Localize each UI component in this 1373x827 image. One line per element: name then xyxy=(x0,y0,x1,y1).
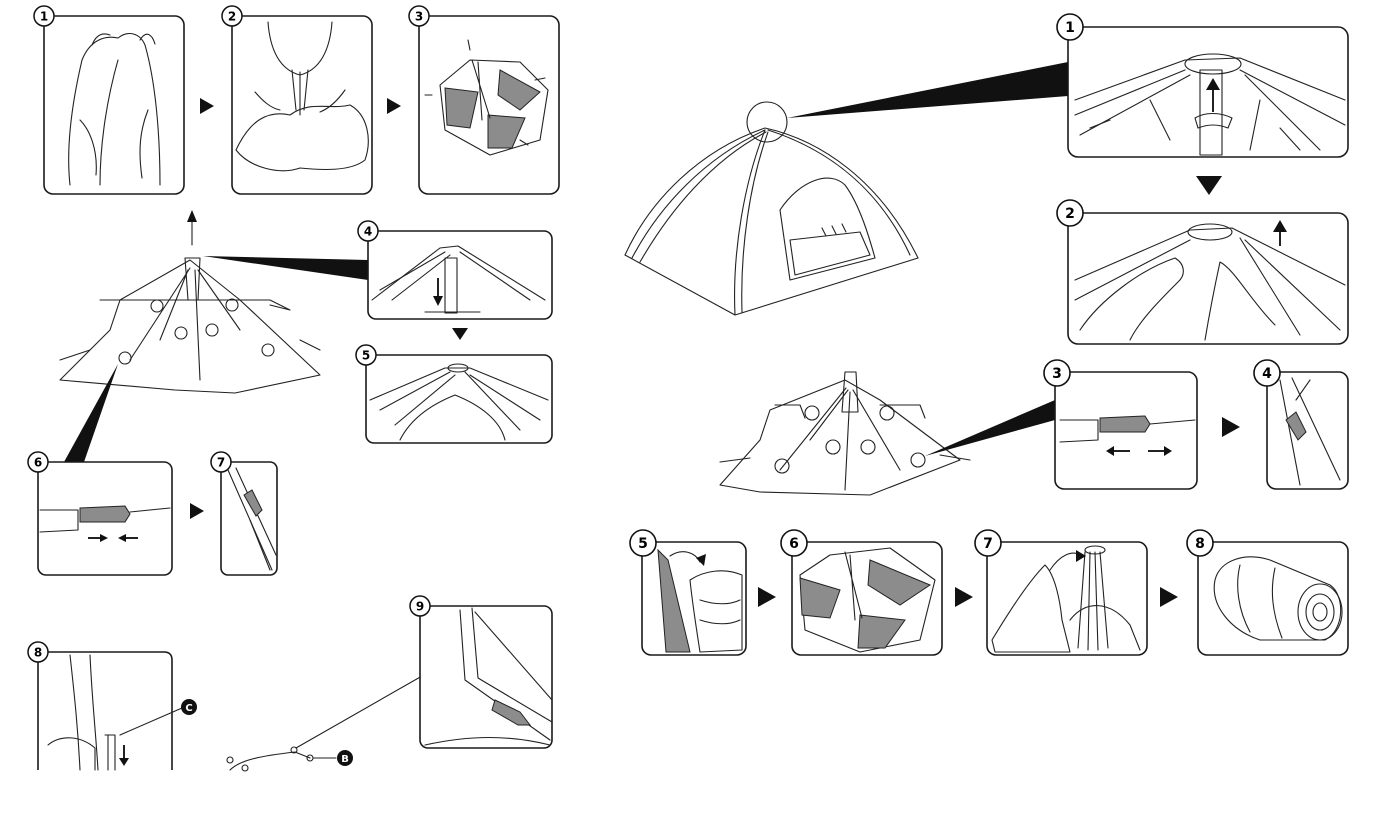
svg-text:1: 1 xyxy=(1065,20,1075,36)
right-step-8-number: 8 xyxy=(1186,529,1214,557)
right-step-6-number: 6 xyxy=(780,529,808,557)
left-step-7-number: 7 xyxy=(210,451,232,473)
arrow-right-6-7 xyxy=(190,503,204,519)
arrow-right-r7-r8 xyxy=(1160,587,1178,607)
right-step-1-number: 1 xyxy=(1056,13,1084,41)
arrow-right-2 xyxy=(387,98,401,114)
right-step-4-panel xyxy=(1266,371,1349,490)
right-step-6-panel xyxy=(791,541,943,656)
callout-wedge-r3 xyxy=(925,400,1055,456)
svg-text:5: 5 xyxy=(362,349,370,363)
left-step-8-panel xyxy=(37,651,173,771)
callout-wedge-6 xyxy=(64,364,118,462)
left-step-1-panel xyxy=(43,15,185,195)
left-step-2-number: 2 xyxy=(221,5,243,27)
right-dome-tent-illustration xyxy=(624,101,919,316)
right-step-2-panel xyxy=(1067,212,1349,345)
svg-text:1: 1 xyxy=(40,10,48,24)
marker-b: B xyxy=(337,750,353,766)
left-step-6-number: 6 xyxy=(27,451,49,473)
right-step-8-panel xyxy=(1197,541,1349,656)
right-step-2-number: 2 xyxy=(1056,199,1084,227)
left-step-1-number: 1 xyxy=(33,5,55,27)
left-step-6-panel xyxy=(37,461,173,576)
left-step-9-number: 9 xyxy=(409,595,431,617)
right-flat-tent-illustration xyxy=(719,371,971,496)
left-step-8-number: 8 xyxy=(27,641,49,663)
left-flat-tent-illustration xyxy=(59,210,321,394)
svg-text:3: 3 xyxy=(1052,366,1062,382)
right-step-3-number: 3 xyxy=(1043,359,1071,387)
arrow-down-r1-r2 xyxy=(1196,176,1222,195)
svg-text:8: 8 xyxy=(1195,536,1205,552)
left-step-7-panel xyxy=(220,461,278,576)
left-step-5-number: 5 xyxy=(355,344,377,366)
right-step-5-panel xyxy=(641,541,747,656)
leader-line-9 xyxy=(295,675,423,749)
svg-text:9: 9 xyxy=(416,600,424,614)
callout-wedge-r1 xyxy=(787,62,1068,118)
svg-text:C: C xyxy=(185,703,192,714)
svg-text:7: 7 xyxy=(983,536,993,552)
callout-wedge-4 xyxy=(203,256,368,280)
left-step-3-panel xyxy=(418,15,560,195)
right-step-3-panel xyxy=(1054,371,1198,490)
arrow-right-r6-r7 xyxy=(955,587,973,607)
arrow-right-1 xyxy=(200,98,214,114)
left-step-4-number: 4 xyxy=(357,220,379,242)
svg-text:3: 3 xyxy=(415,10,423,24)
left-step-4-panel xyxy=(367,230,553,320)
right-step-4-number: 4 xyxy=(1253,359,1281,387)
leader-line-c xyxy=(119,707,183,736)
svg-text:8: 8 xyxy=(34,646,42,660)
marker-c: C xyxy=(181,699,197,715)
right-step-7-panel xyxy=(986,541,1148,656)
svg-text:B: B xyxy=(341,754,349,765)
left-tent-base-fragment xyxy=(226,746,337,772)
right-step-1-panel xyxy=(1067,26,1349,158)
arrow-down-4-5 xyxy=(452,328,468,340)
svg-text:7: 7 xyxy=(217,456,225,470)
svg-text:4: 4 xyxy=(364,225,372,239)
left-step-9-panel xyxy=(419,605,553,749)
arrow-right-r5-r6 xyxy=(758,587,776,607)
svg-text:6: 6 xyxy=(34,456,42,470)
left-step-5-panel xyxy=(365,354,553,444)
arrow-right-r3-r4 xyxy=(1222,417,1240,437)
svg-text:2: 2 xyxy=(1065,206,1075,222)
svg-text:4: 4 xyxy=(1262,366,1272,382)
left-step-3-number: 3 xyxy=(408,5,430,27)
right-step-5-number: 5 xyxy=(629,529,657,557)
svg-text:2: 2 xyxy=(228,10,236,24)
left-step-2-panel xyxy=(231,15,373,195)
svg-text:5: 5 xyxy=(638,536,648,552)
svg-text:6: 6 xyxy=(789,536,799,552)
right-step-7-number: 7 xyxy=(974,529,1002,557)
